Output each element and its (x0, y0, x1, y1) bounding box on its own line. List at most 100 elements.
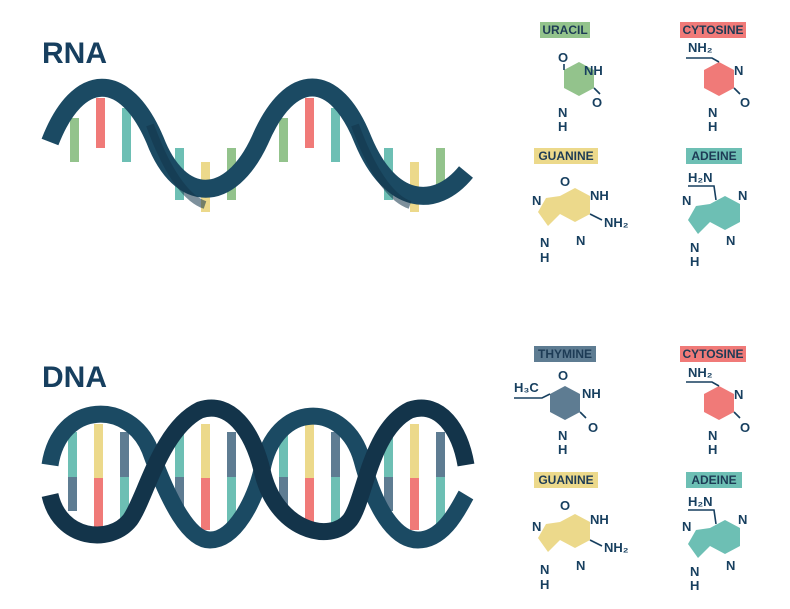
guanine-label: GUANINE (538, 473, 593, 487)
adenine-atom-n4: N (726, 558, 735, 573)
rna-base-adenine (331, 108, 340, 162)
guanine-atom-n1: N (532, 193, 541, 208)
dna-base-guanine (410, 424, 419, 478)
thymine-ring (550, 386, 580, 420)
cytosine-atom-n2: N (708, 105, 717, 120)
dna-base-pairs (68, 424, 445, 530)
dna-base-cytosine (410, 478, 419, 530)
dna-base-adenine (331, 477, 340, 527)
rna-adenine-card: ADEINE H₂N N N N H N (682, 148, 747, 269)
rna-guanine-card: GUANINE O NH N N H N NH₂ (532, 148, 629, 265)
cytosine-atom-nh2: NH₂ (688, 365, 713, 380)
uracil-atom-o1: O (558, 50, 568, 65)
adenine-label: ADEINE (691, 149, 736, 163)
cytosine-atom-nh2: NH₂ (688, 40, 713, 55)
guanine-atom-n3: N (576, 558, 585, 573)
adenine-atom-n2: N (682, 193, 691, 208)
uracil-label: URACIL (542, 23, 587, 37)
dna-base-thymine (120, 432, 129, 477)
uracil-atom-h: H (558, 119, 567, 134)
guanine-atom-nh: NH (590, 512, 609, 527)
dna-backbone-strand-b (41, 399, 475, 544)
dna-base-adenine (68, 432, 77, 477)
adenine-atom-n3: N (690, 240, 699, 255)
guanine-atom-nh: NH (590, 188, 609, 203)
thymine-badge (534, 346, 596, 362)
guanine-atom-o: O (560, 498, 570, 513)
dna-base-adenine (384, 432, 393, 477)
dna-thymine-card: THYMINE H₃C O NH N H O (514, 346, 601, 457)
uracil-bonds (563, 64, 601, 95)
adenine-ring-six (710, 196, 740, 230)
dna-base-cytosine (94, 478, 103, 530)
cytosine-atom-h: H (708, 119, 717, 134)
adenine-atom-n4: N (726, 233, 735, 248)
dna-base-guanine (201, 424, 210, 478)
rna-base-adenine (122, 108, 131, 162)
adenine-bonds (688, 509, 717, 525)
rna-base-uracil (279, 118, 288, 162)
dna-base-adenine (175, 432, 184, 477)
rna-cytosine-card: CYTOSINE NH₂ N N H O (680, 22, 750, 134)
uracil-ring (564, 62, 594, 96)
dna-base-thymine (384, 477, 393, 511)
thymine-bonds (514, 393, 587, 419)
dna-base-adenine (436, 477, 445, 527)
dna-base-adenine (279, 432, 288, 477)
dna-base-adenine (227, 477, 236, 527)
thymine-atom-o1: O (558, 368, 568, 383)
adenine-atom-n1: N (738, 188, 747, 203)
dna-helix (41, 399, 475, 549)
guanine-atom-n3: N (576, 233, 585, 248)
rna-backbone-strand (41, 78, 473, 205)
adenine-label: ADEINE (691, 473, 736, 487)
thymine-atom-nh: NH (582, 386, 601, 401)
dna-base-thymine (227, 432, 236, 477)
thymine-atom-n: N (558, 428, 567, 443)
adenine-atom-h: H (690, 254, 699, 269)
rna-backbone-shade (146, 123, 412, 209)
cytosine-atom-n2: N (708, 428, 717, 443)
dna-base-thymine (436, 432, 445, 477)
dna-base-guanine (94, 424, 103, 478)
dna-base-cytosine (305, 478, 314, 530)
dna-title: DNA (42, 361, 107, 394)
rna-base-cytosine (96, 98, 105, 148)
uracil-atom-n: N (558, 105, 567, 120)
guanine-ring-five (538, 522, 560, 552)
cytosine-ring (704, 62, 734, 96)
adenine-atom-n1: N (738, 512, 747, 527)
cytosine-atom-h: H (708, 442, 717, 457)
cytosine-atom-n1: N (734, 63, 743, 78)
adenine-bonds (688, 185, 717, 201)
cytosine-badge (680, 22, 746, 38)
adenine-atom-h: H (690, 578, 699, 593)
dna-base-cytosine (201, 478, 210, 530)
rna-uracil-card: URACIL O NH N H O (540, 22, 603, 134)
uracil-badge (540, 22, 590, 38)
guanine-atom-n2: N (540, 562, 549, 577)
adenine-ring-five (688, 204, 710, 234)
rna-base-uracil (436, 148, 445, 200)
adenine-atom-n3: N (690, 564, 699, 579)
guanine-badge (534, 148, 598, 164)
guanine-atom-nh2: NH₂ (604, 215, 629, 230)
rna-helix (41, 78, 473, 212)
cytosine-label: CYTOSINE (682, 23, 743, 37)
cytosine-label: CYTOSINE (682, 347, 743, 361)
adenine-ring-five (688, 528, 710, 558)
thymine-atom-h3c: H₃C (514, 380, 539, 395)
adenine-atom-h2n: H₂N (688, 494, 713, 509)
adenine-ring-six (710, 520, 740, 554)
guanine-ring-six (560, 514, 590, 548)
uracil-atom-o2: O (592, 95, 602, 110)
dna-base-thymine (68, 477, 77, 511)
dna-guanine-card: GUANINE O NH N N H N NH₂ (532, 472, 629, 592)
guanine-ring-five (538, 196, 560, 226)
guanine-atom-n1: N (532, 519, 541, 534)
dna-base-guanine (305, 424, 314, 478)
rna-base-uracil (70, 118, 79, 162)
rna-base-cytosine (305, 98, 314, 148)
dna-base-thymine (279, 477, 288, 511)
